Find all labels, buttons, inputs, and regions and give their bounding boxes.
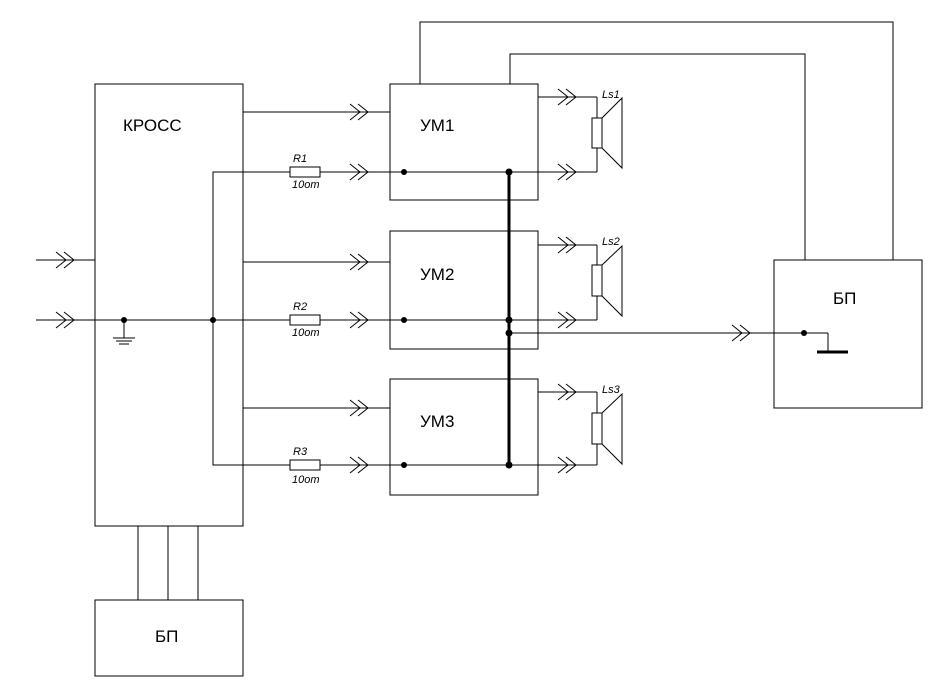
resistor-r1-ref: R1 [293, 153, 307, 165]
resistor-r3 [289, 459, 321, 471]
input-connector-1 [36, 251, 95, 269]
resistor-r2-ref: R2 [293, 301, 307, 313]
amp1-block: УМ1 [389, 83, 539, 201]
speaker-2: Ls2 [591, 236, 623, 318]
speaker-2-ref: Ls2 [602, 236, 620, 248]
cross-ground-vertical [212, 171, 243, 466]
amp2-output [538, 236, 598, 329]
resistor-r2 [289, 314, 321, 326]
speaker-1: Ls1 [591, 89, 623, 170]
ground-bus [505, 168, 513, 469]
ground-to-psu-line [509, 324, 829, 352]
psu-bottom-wires [137, 526, 199, 600]
input-connector-2 [36, 311, 95, 329]
amp2-block: УМ2 [389, 230, 539, 350]
amp3-label: УМ3 [420, 412, 454, 431]
signal-line-3 [243, 399, 390, 417]
amp1-label: УМ1 [420, 116, 454, 135]
resistor-r3-value: 10om [292, 474, 320, 486]
resistor-r3-ref: R3 [293, 446, 308, 458]
amp3-output [538, 383, 598, 474]
ground-line-1: R1 10om [243, 153, 538, 191]
speaker-3: Ls3 [591, 384, 623, 466]
signal-line-2 [243, 253, 390, 271]
resistor-r2-value: 10om [292, 327, 320, 339]
ground-icon [113, 337, 135, 345]
ground-line-2: R2 10om [243, 301, 538, 339]
power-wire-inner [509, 53, 806, 260]
cross-block: КРОСС [94, 83, 244, 527]
amp1-output [538, 88, 598, 181]
speaker-3-ref: Ls3 [602, 384, 621, 396]
resistor-r1 [289, 166, 321, 178]
psu-right-label: БП [833, 289, 856, 308]
resistor-r1-value: 10om [292, 179, 320, 191]
amp3-block: УМ3 [389, 378, 539, 496]
cross-label: КРОСС [123, 116, 182, 135]
power-wire-outer [419, 21, 894, 260]
ground-line-3: R3 10om [243, 446, 538, 486]
psu-bottom-label: БП [155, 627, 178, 646]
speaker-1-ref: Ls1 [602, 89, 620, 101]
signal-line-1 [243, 103, 390, 121]
psu-right-block: БП [773, 259, 923, 409]
amp2-label: УМ2 [420, 265, 454, 284]
psu-bottom-block: БП [94, 599, 244, 677]
